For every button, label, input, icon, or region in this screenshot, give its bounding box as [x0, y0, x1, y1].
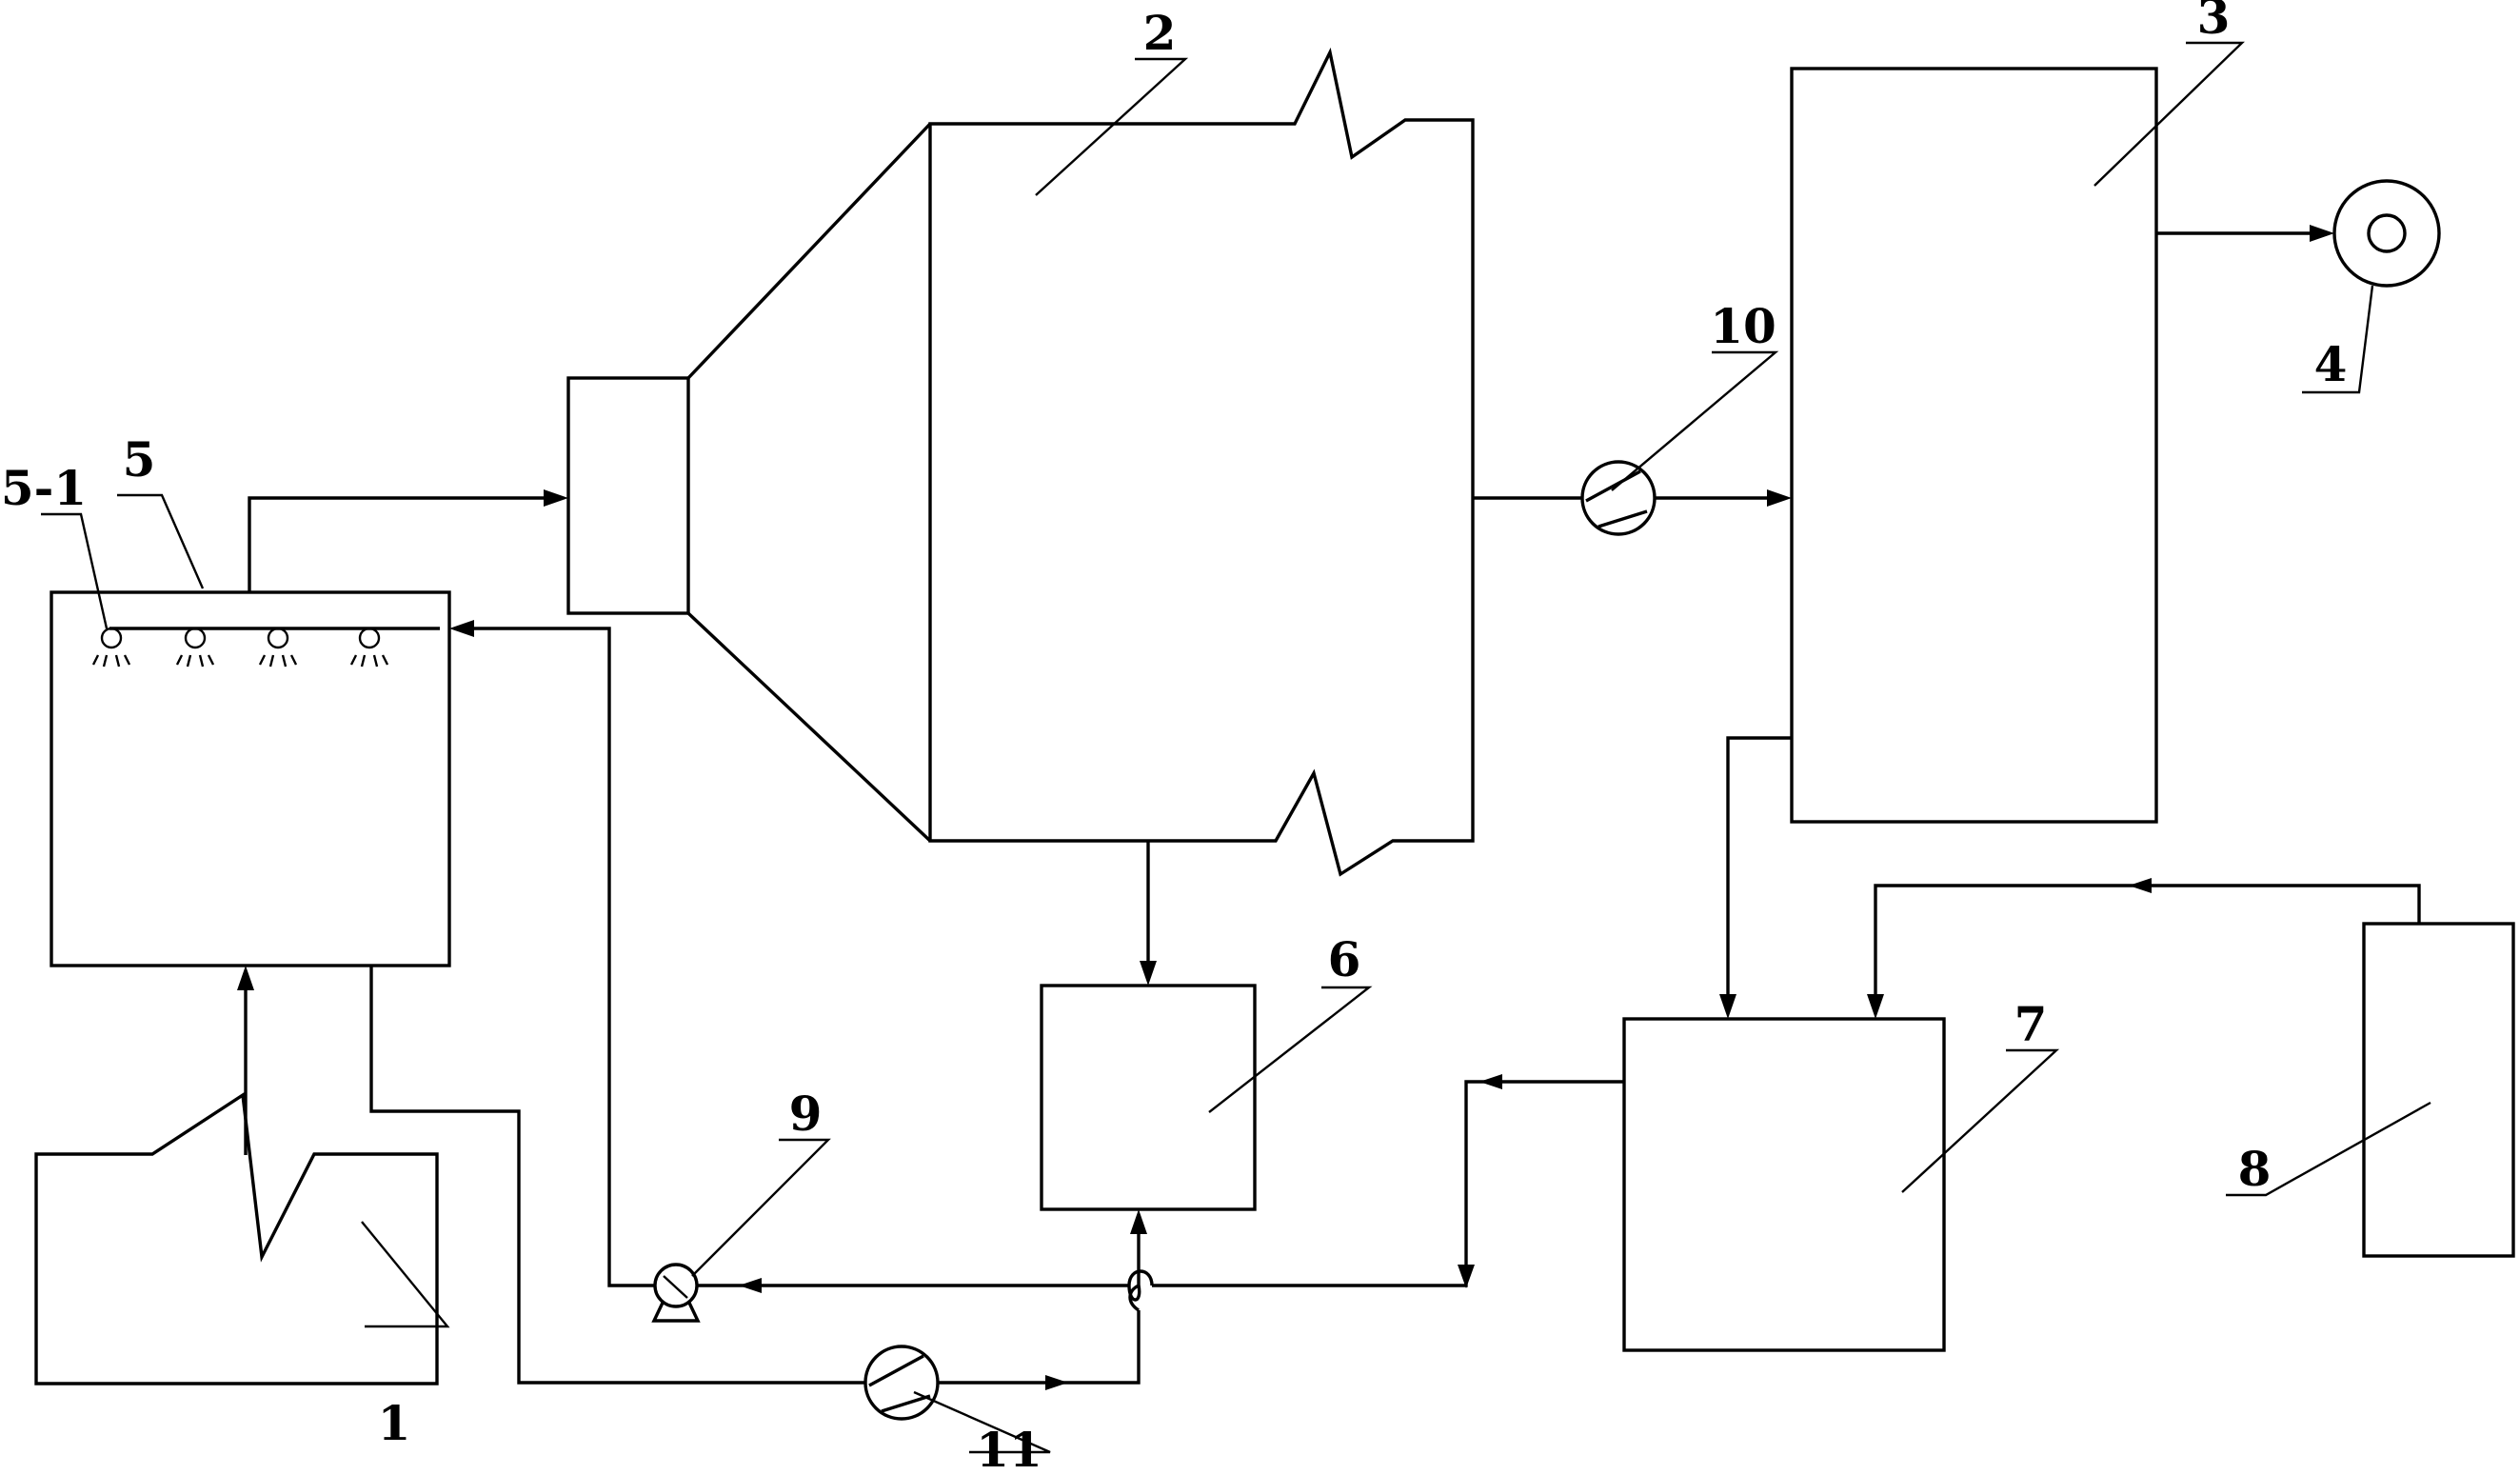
spray-nozzle-icon	[258, 627, 298, 668]
pipe-3-to-7	[1726, 736, 1792, 1003]
fan-icon	[863, 1345, 940, 1421]
chamber-2	[566, 47, 1475, 877]
pipe-5-to-fan-11	[369, 966, 865, 1385]
unit-3	[1790, 67, 2158, 824]
unit-7	[1622, 1017, 1946, 1352]
label-11: 11	[976, 1422, 1042, 1475]
pipe-fan-11-to-6	[938, 1310, 1141, 1385]
label-3: 3	[2197, 0, 2231, 45]
label-9: 9	[789, 1086, 823, 1142]
label-7: 7	[2014, 996, 2048, 1052]
label-5-1: 5-1	[1, 460, 87, 516]
label-5: 5	[123, 431, 156, 488]
label-1: 1	[378, 1395, 411, 1451]
unit-8	[2362, 922, 2515, 1258]
unit-6	[1040, 984, 1257, 1211]
fan-icon	[1580, 460, 1657, 536]
pump-icon	[651, 1263, 701, 1323]
label-6: 6	[1328, 931, 1361, 987]
label-4: 4	[2314, 336, 2348, 392]
label-8: 8	[2238, 1141, 2272, 1197]
label-10: 10	[1710, 298, 1776, 354]
spray-tower-5	[50, 590, 451, 967]
pipe-8-to-7	[1874, 884, 2421, 1003]
spray-nozzle-icon	[349, 627, 389, 668]
spray-nozzle-icon	[91, 627, 131, 668]
pipe-5-to-2	[248, 496, 552, 592]
chimney-icon	[2332, 179, 2441, 288]
label-2: 2	[1143, 5, 1177, 61]
pipe-7-to-pump-9	[1152, 1080, 1624, 1287]
pipe-pump-9-to-spray	[466, 627, 655, 1287]
leader-lines	[41, 41, 2431, 1454]
spray-nozzle-icon	[175, 627, 215, 668]
unit-1	[34, 1092, 439, 1385]
